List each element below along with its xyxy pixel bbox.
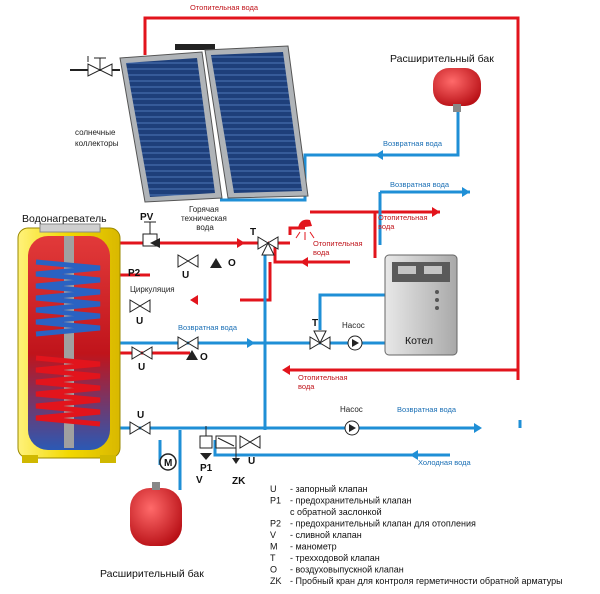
valve-m-label: M: [164, 458, 172, 469]
heating-water-top-label: Отопительная вода: [190, 3, 259, 12]
return-water-label-1: Возвратная вода: [383, 139, 443, 148]
circulation-label: Циркуляция: [130, 285, 175, 294]
valve-pv-label: PV: [140, 212, 154, 223]
valve-o-label-2: O: [200, 352, 208, 363]
valve-u-icon-2: [129, 299, 151, 313]
pump-icon-1: [347, 335, 363, 351]
expansion-tank-bottom: [130, 482, 182, 546]
legend-code-0: U: [270, 484, 277, 494]
water-heater-tank: [17, 223, 121, 463]
legend-text-2: - предохранительный клапан для отопления: [290, 519, 476, 529]
pump-label-1: Насос: [342, 321, 365, 330]
check-valve-icon: [215, 435, 237, 449]
boiler-unit: [384, 254, 458, 356]
legend-code-3: V: [270, 530, 276, 540]
air-vent-o-icon-1: [210, 258, 222, 268]
legend-text-1: - предохранительный клапан: [290, 496, 412, 506]
valve-u-label-1: U: [182, 270, 189, 281]
legend-code-5: T: [270, 553, 276, 563]
return-water-label-3: Возвратная вода: [178, 323, 238, 332]
legend-text-7: - Пробный кран для контроля герметичност…: [290, 576, 563, 586]
legend-text-4: - манометр: [290, 542, 337, 552]
valve-o-label-1: O: [228, 258, 236, 269]
legend-code-2: P2: [270, 519, 281, 529]
safety-valve-p1-icon: [199, 426, 213, 460]
cold-water-label: Холодная вода: [418, 458, 472, 467]
valve-u-icon-4: [129, 421, 151, 435]
legend-text-1: с обратной заслонкой: [290, 507, 382, 517]
legend-code-1: P1: [270, 496, 281, 506]
solar-collectors: [119, 44, 309, 203]
legend-code-6: O: [270, 565, 277, 575]
valve-zk-label: ZK: [232, 476, 246, 487]
legend-text-6: - воздуховыпускной клапан: [290, 565, 404, 575]
valve-u-icon-5: [239, 435, 261, 449]
solar-collectors-label: солнечные коллекторы: [75, 128, 119, 148]
return-water-label-4: Возвратная вода: [397, 405, 457, 414]
valve-u-label-4: U: [137, 410, 144, 421]
legend-code-7: ZK: [270, 576, 282, 586]
boiler-label: Котел: [405, 335, 433, 347]
valve-p1-label: P1: [200, 463, 213, 474]
heating-water-label-2: Отопительная вода: [313, 239, 365, 257]
valve-u-label-5: U: [248, 456, 255, 467]
pump-label-2: Насос: [340, 405, 363, 414]
valve-p2-label: P2: [128, 268, 141, 279]
pump-icon-2: [344, 420, 360, 436]
valve-v-label: V: [196, 475, 203, 486]
expansion-tank-top-label: Расширительный бак: [390, 53, 494, 65]
valve-u-icon-3: [131, 336, 199, 360]
manometer-m-icon: [159, 453, 177, 471]
shower-icon: [295, 219, 315, 240]
expansion-tank-bottom-label: Расширительный бак: [100, 568, 204, 580]
expansion-tank-top: [433, 68, 481, 112]
heating-water-label-1: Отопительная вода: [378, 213, 430, 231]
three-way-valve-t-icon-1: [257, 236, 279, 256]
legend-text-3: - сливной клапан: [290, 530, 362, 540]
three-way-valve-t-icon-2: [309, 330, 331, 350]
valve-u-label-2: U: [136, 316, 143, 327]
valve-u-icon: [150, 238, 199, 268]
vent-valve-icon: [70, 56, 120, 77]
legend-code-4: M: [270, 542, 278, 552]
water-heater-label: Водонагреватель: [22, 213, 107, 225]
return-water-label-2: Возвратная вода: [390, 180, 450, 189]
valve-t-label-1: T: [250, 227, 256, 238]
valve-t-label-2: T: [312, 318, 318, 329]
legend-text-5: - трехходовой клапан: [290, 553, 380, 563]
legend-text-0: - запорный клапан: [290, 484, 368, 494]
hot-tech-water-label: Горячая техническая вода: [181, 205, 229, 232]
test-cock-zk-icon: [232, 448, 240, 464]
heating-water-label-3: Отопительная вода: [298, 373, 350, 391]
air-vent-o-icon-2: [186, 350, 198, 360]
valve-u-label-3: U: [138, 362, 145, 373]
